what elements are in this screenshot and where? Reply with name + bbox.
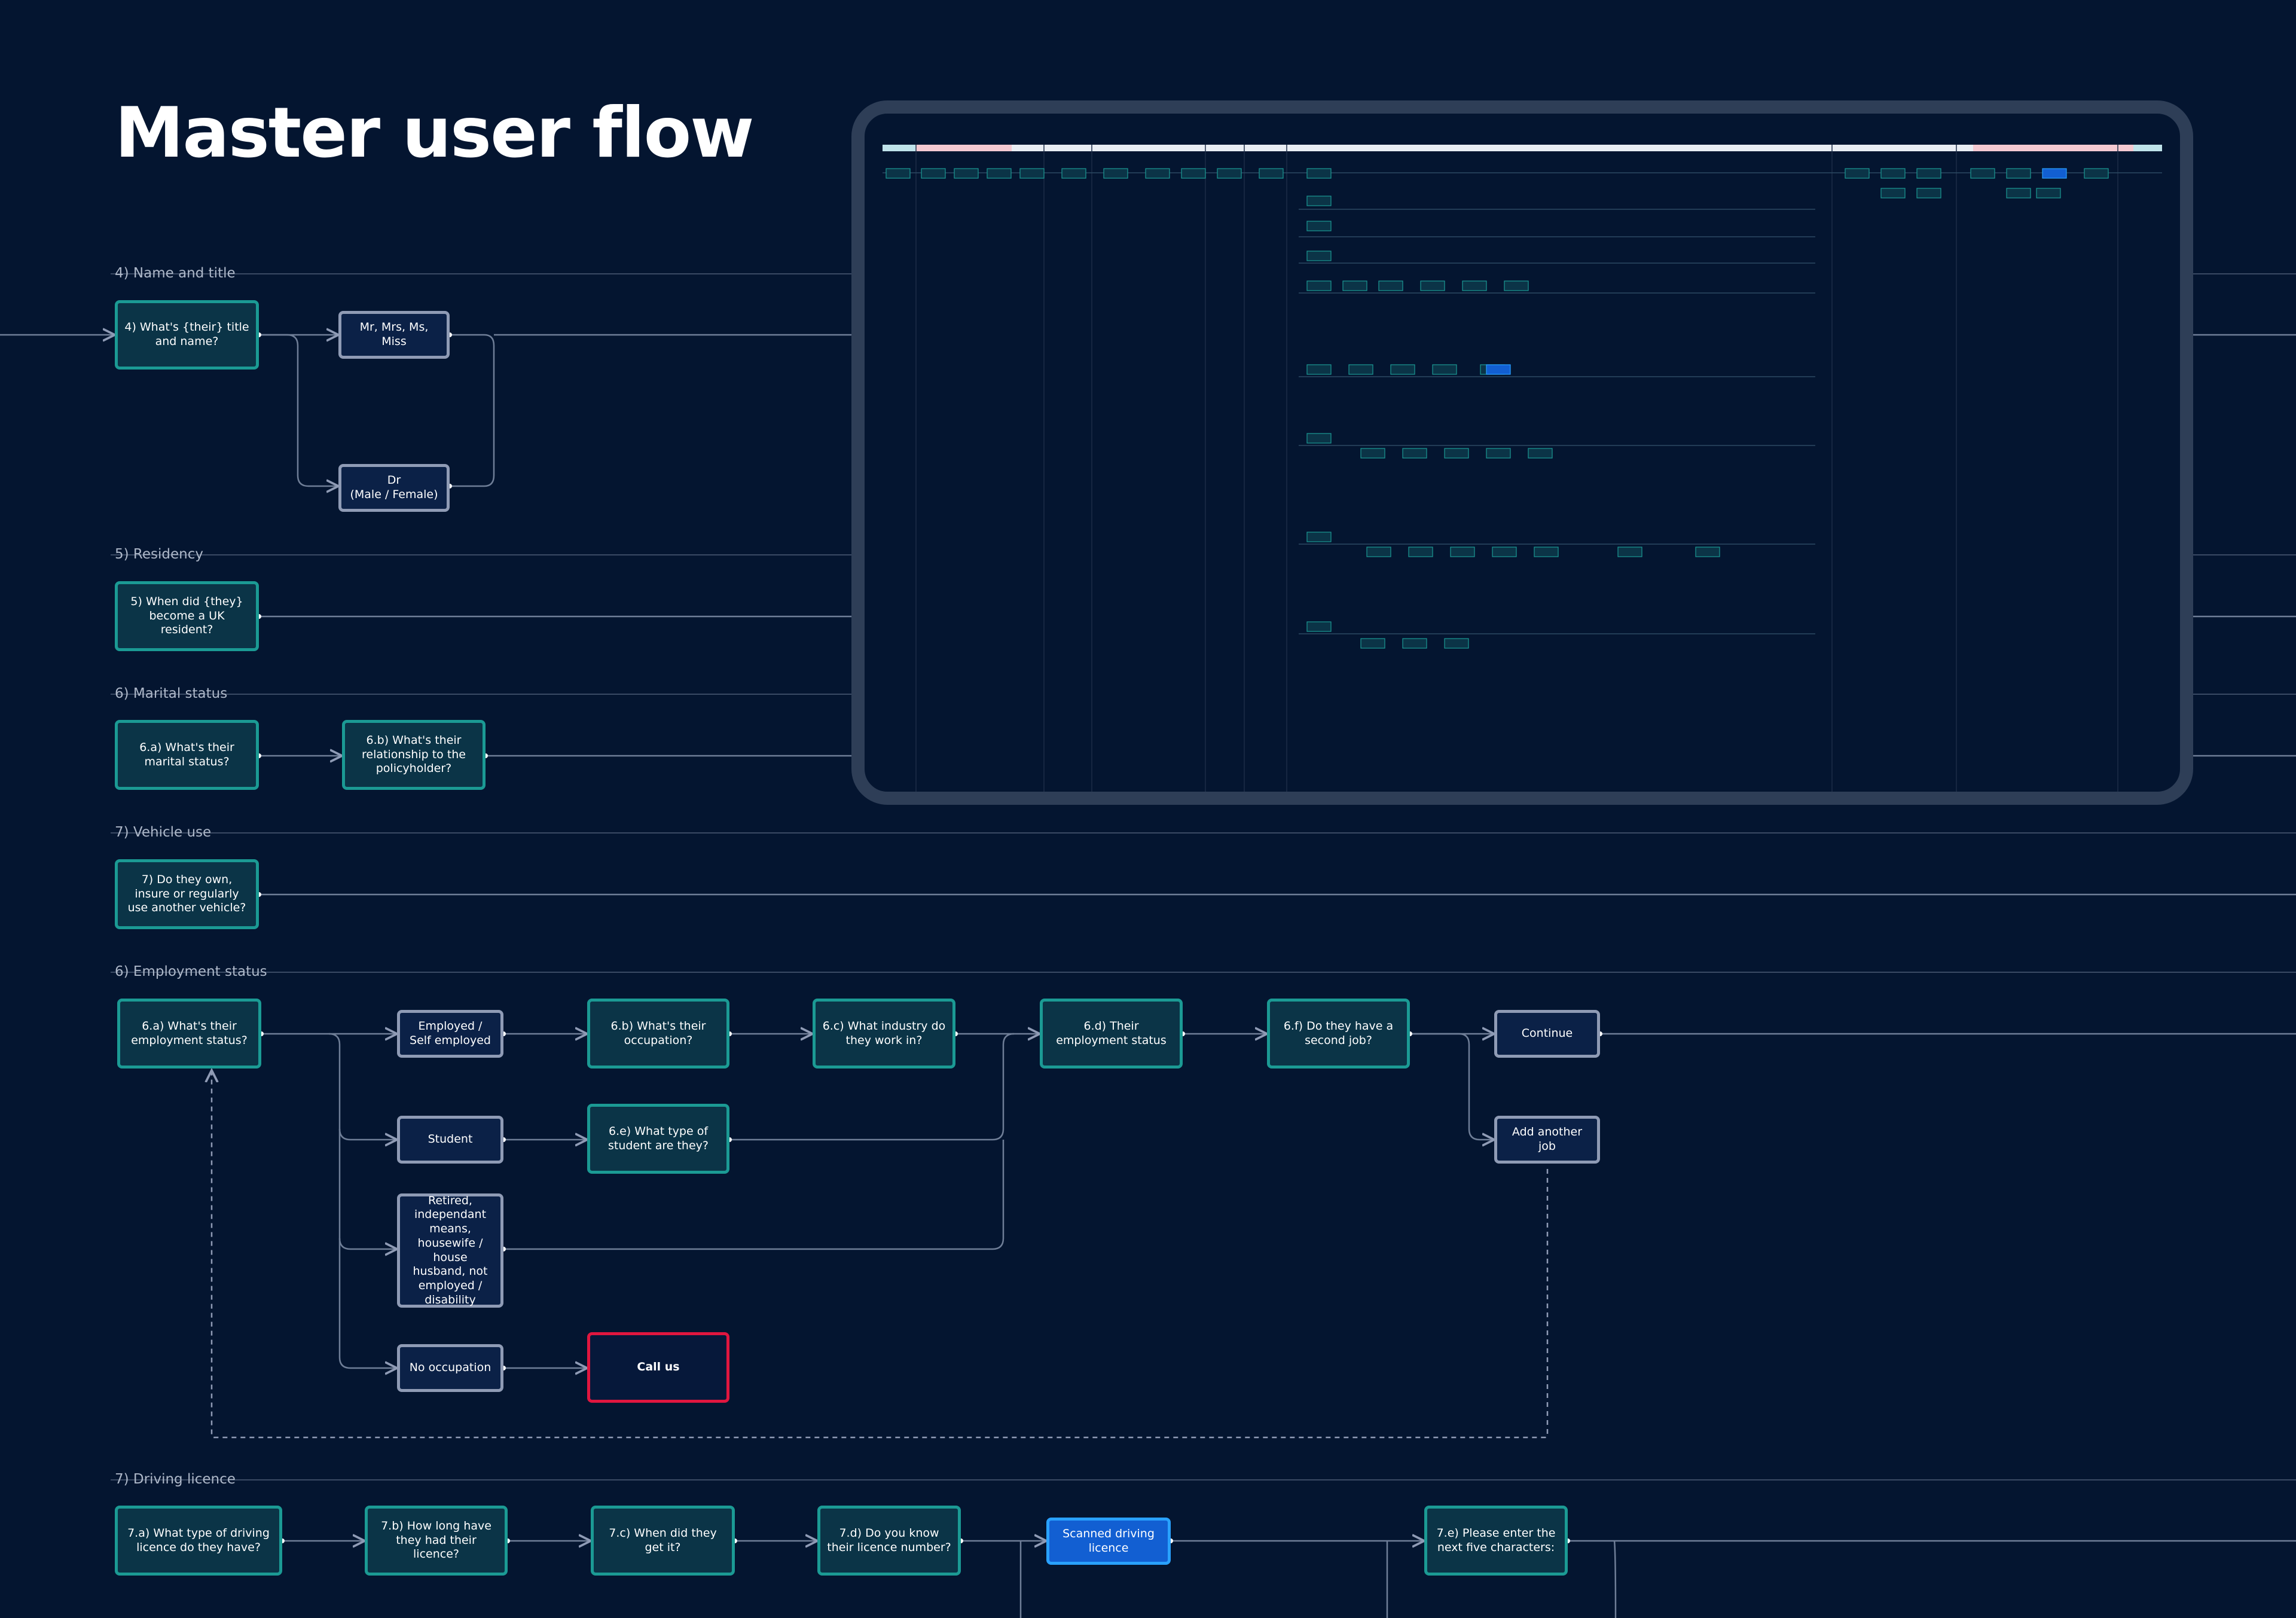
section-label-driving: 7) Driving licence [115, 1472, 236, 1487]
node-q6a-marital[interactable]: 6.a) What's their marital status? [115, 720, 259, 790]
node-option-dr[interactable]: Dr (Male / Female) [338, 464, 450, 512]
node-q4-title-name[interactable]: 4) What's {their} title and name? [115, 300, 259, 370]
node-q5-residency[interactable]: 5) When did {they} become a UK resident? [115, 581, 259, 651]
node-q6b-relationship[interactable]: 6.b) What's their relationship to the po… [342, 720, 486, 790]
node-option-retired[interactable]: Retired, independant means, housewife / … [397, 1193, 503, 1308]
node-q6f-second-job[interactable]: 6.f) Do they have a second job? [1267, 999, 1410, 1069]
overview-thumbnail [851, 100, 2193, 805]
node-q6a-employment[interactable]: 6.a) What's their employment status? [117, 999, 261, 1069]
node-scanned-licence[interactable]: Scanned driving licence [1046, 1518, 1171, 1565]
overview-minimap [883, 145, 2162, 792]
node-add-another-job[interactable]: Add another job [1494, 1116, 1600, 1164]
node-q6b-occupation[interactable]: 6.b) What's their occupation? [587, 999, 729, 1069]
page-title: Master user flow [115, 93, 754, 173]
section-label-vehicle: 7) Vehicle use [115, 825, 212, 840]
section-label-name-title: 4) Name and title [115, 265, 236, 281]
node-option-student[interactable]: Student [397, 1116, 503, 1164]
node-q7a-licence-type[interactable]: 7.a) What type of driving licence do the… [115, 1506, 282, 1576]
node-q6e-student-type[interactable]: 6.e) What type of student are they? [587, 1104, 729, 1174]
node-option-employed[interactable]: Employed / Self employed [397, 1010, 503, 1058]
node-option-no-occupation[interactable]: No occupation [397, 1344, 503, 1392]
node-call-us[interactable]: Call us [587, 1332, 729, 1403]
node-q7-vehicle-use[interactable]: 7) Do they own, insure or regularly use … [115, 859, 259, 929]
node-option-mr-mrs[interactable]: Mr, Mrs, Ms, Miss [338, 311, 450, 359]
node-q7c-licence-date[interactable]: 7.c) When did they get it? [591, 1506, 735, 1576]
section-label-marital: 6) Marital status [115, 686, 228, 701]
section-label-employment: 6) Employment status [115, 964, 267, 979]
node-continue[interactable]: Continue [1494, 1010, 1600, 1058]
node-q7e-next-characters[interactable]: 7.e) Please enter the next five characte… [1424, 1506, 1568, 1576]
node-q6c-industry[interactable]: 6.c) What industry do they work in? [813, 999, 955, 1069]
node-q6d-emp-status[interactable]: 6.d) Their employment status [1040, 999, 1183, 1069]
node-q7b-licence-duration[interactable]: 7.b) How long have they had their licenc… [365, 1506, 508, 1576]
node-q7d-licence-number[interactable]: 7.d) Do you know their licence number? [817, 1506, 961, 1576]
section-label-residency: 5) Residency [115, 547, 203, 562]
